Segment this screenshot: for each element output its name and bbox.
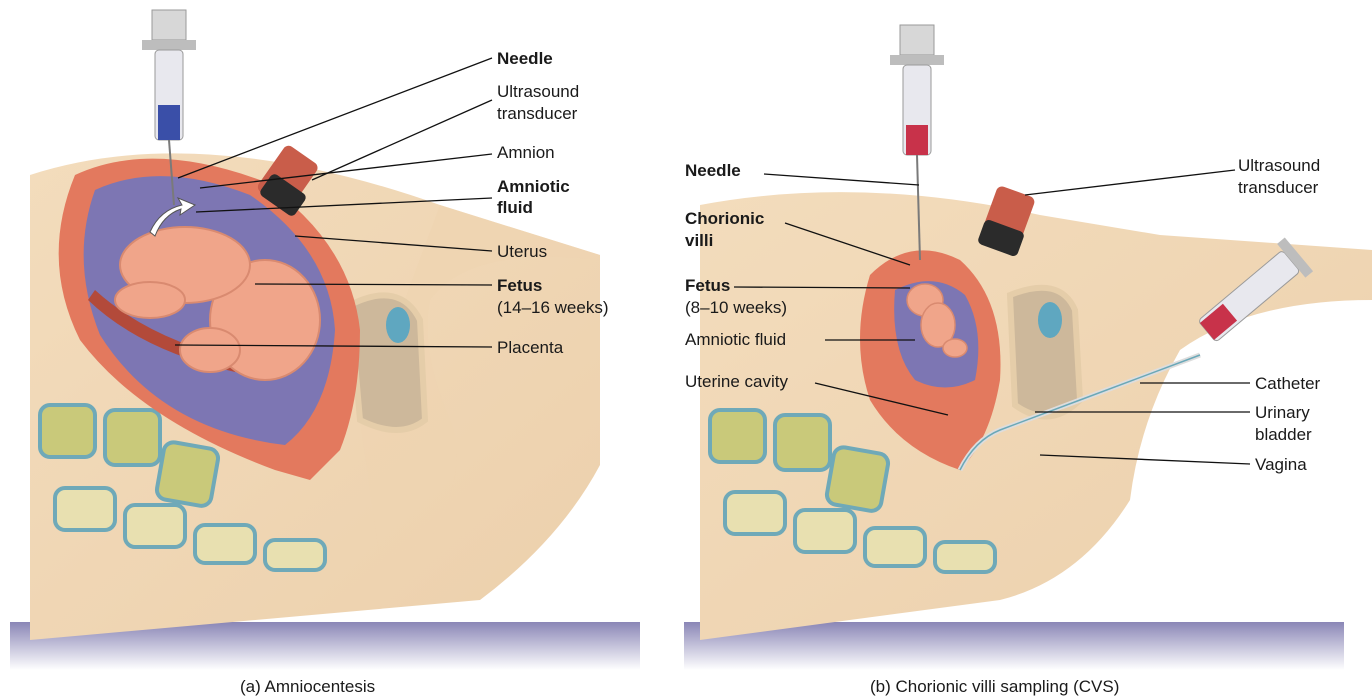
label-amniotic-a-line2: fluid	[497, 198, 533, 218]
label-chorionic-b-line2: villi	[685, 231, 713, 251]
leader-ultrasound-a	[312, 100, 492, 180]
label-amnion-a: Amnion	[497, 143, 555, 163]
bladder	[350, 295, 425, 430]
label-uterine-cavity-b: Uterine cavity	[685, 372, 788, 392]
label-ultrasound-a-line1: Ultrasound	[497, 82, 579, 102]
label-ultrasound-b-line2: transducer	[1238, 178, 1318, 198]
caption-b: (b) Chorionic villi sampling (CVS)	[870, 677, 1119, 697]
label-ultrasound-b-line1: Ultrasound	[1238, 156, 1320, 176]
leader-ultrasound-b	[1025, 170, 1235, 195]
floor-shadow	[684, 622, 1344, 670]
caption-a: (a) Amniocentesis	[240, 677, 375, 697]
label-amniotic-fluid-b: Amniotic fluid	[685, 330, 786, 350]
label-fetus-a: Fetus	[497, 276, 542, 296]
label-fetus-b: Fetus	[685, 276, 730, 296]
leader-needle-b	[764, 174, 919, 185]
label-ultrasound-a-line2: transducer	[497, 104, 577, 124]
label-catheter-b: Catheter	[1255, 374, 1320, 394]
label-needle-a: Needle	[497, 49, 553, 69]
label-uterus-a: Uterus	[497, 242, 547, 262]
label-fetus-age-b: (8–10 weeks)	[685, 298, 787, 318]
label-fetus-age-a: (14–16 weeks)	[497, 298, 609, 318]
panel-b-illustration	[684, 25, 1372, 670]
label-bladder-b-line1: Urinary	[1255, 403, 1310, 423]
label-vagina-b: Vagina	[1255, 455, 1307, 475]
label-placenta-a: Placenta	[497, 338, 563, 358]
label-bladder-b-line2: bladder	[1255, 425, 1312, 445]
label-chorionic-b-line1: Chorionic	[685, 209, 764, 229]
label-amniotic-a-line1: Amniotic	[497, 177, 570, 197]
label-needle-b: Needle	[685, 161, 741, 181]
